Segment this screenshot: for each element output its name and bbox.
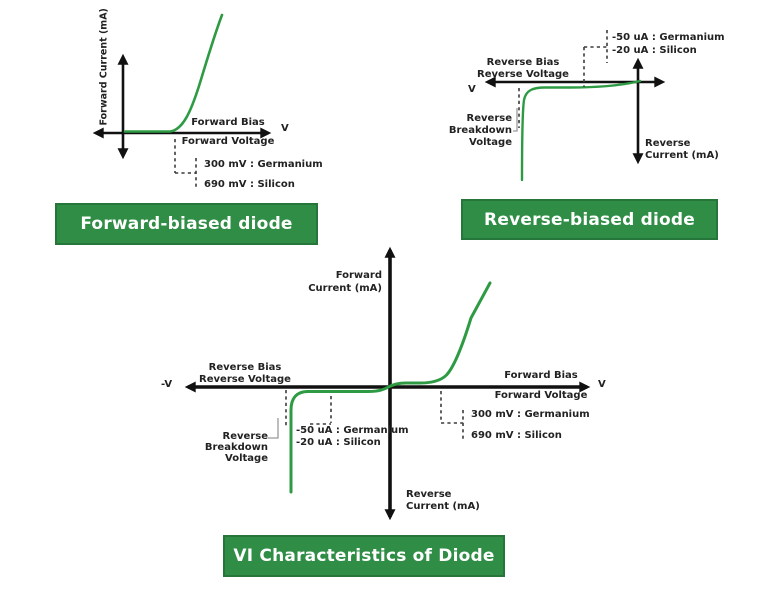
combined-breakdown-label-line3: Voltage: [225, 453, 268, 464]
forward-bias-label: Forward Bias: [191, 117, 265, 128]
combined-pos-v-unit: V: [598, 379, 606, 390]
combined-breakdown-bracket: [268, 418, 279, 439]
combined-reverse-current-line2: Current (mA): [406, 501, 480, 512]
forward-voltage-label: Forward Voltage: [181, 136, 275, 147]
reverse-breakdown-bracket: [513, 108, 518, 132]
combined-forward-current-line1: Forward: [335, 270, 382, 281]
reverse-breakdown-label-line3: Voltage: [469, 137, 512, 148]
forward-y-axis-label: Forward Current (mA): [98, 8, 110, 126]
reverse-biased-diode-banner: Reverse-biased diode: [461, 199, 718, 240]
reverse-leakage-silicon: -20 uA : Silicon: [612, 45, 697, 56]
combined-leakage-silicon: -20 uA : Silicon: [296, 437, 381, 448]
forward-threshold-silicon: 690 mV : Silicon: [204, 179, 295, 190]
reverse-breakdown-label-line1: Reverse: [466, 113, 512, 124]
forward-x-axis-unit: V: [281, 123, 289, 134]
reverse-leakage-germanium: -50 uA : Germanium: [612, 32, 725, 43]
forward-biased-diode-banner: Forward-biased diode: [55, 203, 318, 245]
reverse-x-axis-unit: V: [468, 84, 476, 95]
combined-forward-bias-label: Forward Bias: [504, 370, 578, 381]
reverse-bias-label: Reverse Bias: [486, 57, 560, 68]
combined-reverse-current-line1: Reverse: [406, 489, 452, 500]
reverse-leakage-dashes: [583, 30, 608, 87]
forward-iv-curve: [123, 13, 224, 133]
combined-neg-v-unit: -V: [161, 379, 173, 390]
forward-threshold-germanium: 300 mV : Germanium: [204, 159, 323, 170]
combined-reverse-voltage-label: Reverse Voltage: [199, 374, 291, 385]
combined-forward-voltage-label: Forward Voltage: [494, 390, 588, 401]
combined-forward-current-line2: Current (mA): [308, 283, 382, 294]
combined-leakage-germanium: -50 uA : Germanium: [296, 425, 409, 436]
vi-characteristics-banner: VI Characteristics of Diode: [223, 535, 505, 577]
combined-threshold-dashes: [440, 391, 464, 440]
combined-reverse-bias-label: Reverse Bias: [208, 362, 282, 373]
combined-threshold-germanium: 300 mV : Germanium: [471, 409, 590, 420]
reverse-current-label-line2: Current (mA): [645, 150, 719, 161]
combined-threshold-silicon: 690 mV : Silicon: [471, 430, 562, 441]
reverse-current-label-line1: Reverse: [645, 138, 691, 149]
reverse-iv-curve: [520, 79, 642, 182]
forward-threshold-dashes: [174, 139, 197, 190]
combined-breakdown-label-line2: Breakdown: [204, 442, 268, 453]
reverse-voltage-label: Reverse Voltage: [477, 69, 569, 80]
reverse-breakdown-label-line2: Breakdown: [448, 125, 512, 136]
combined-leakage-dashes: [285, 390, 332, 428]
combined-iv-curve: [289, 281, 492, 494]
combined-breakdown-label-line1: Reverse: [222, 431, 268, 442]
